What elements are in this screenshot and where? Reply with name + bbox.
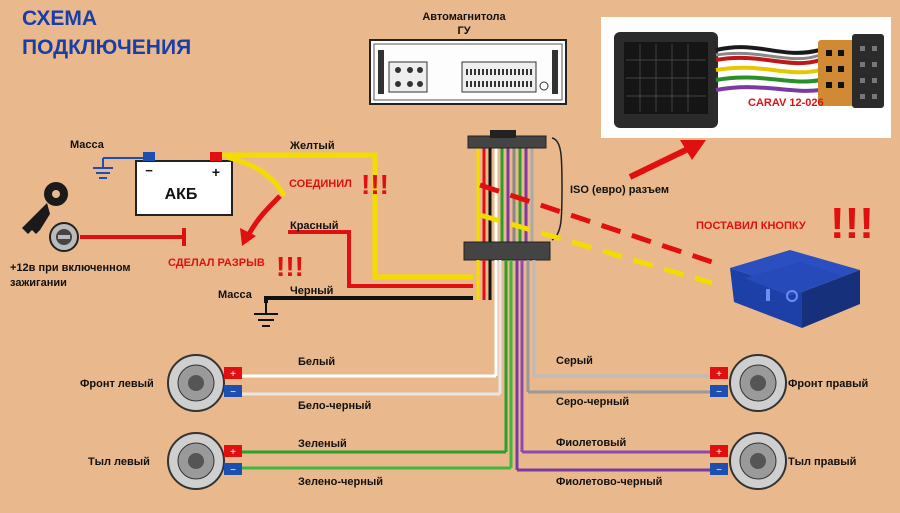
button-dashed-wires <box>479 182 713 286</box>
title-line-1: СХЕМА <box>22 7 97 30</box>
wire-grey-black-label: Серо-черный <box>556 396 629 408</box>
battery <box>135 152 233 216</box>
iso-harness <box>463 130 551 470</box>
red-wire-label: Красный <box>290 220 338 232</box>
speaker-wires-right <box>517 374 710 472</box>
black-wire <box>264 296 473 303</box>
speaker-rear-left: + − <box>167 432 242 490</box>
key-icon <box>22 182 68 234</box>
front-left-label: Фронт левый <box>80 378 154 390</box>
note-joined-marks: !!! <box>361 169 389 200</box>
rocker-switch <box>730 250 860 328</box>
speaker-front-right: + − <box>710 354 787 412</box>
wire-violet-label: Фиолетовый <box>556 437 626 449</box>
wire-grey-label: Серый <box>556 355 593 367</box>
svg-text:+: + <box>716 369 722 380</box>
yellow-wire <box>222 152 473 280</box>
black-wire-label: Черный <box>290 285 333 297</box>
note-break-marks: !!! <box>276 251 304 282</box>
break-arrow <box>240 194 282 246</box>
arrow-to-photo <box>628 140 706 180</box>
front-right-label: Фронт правый <box>788 378 868 390</box>
ground-icon-bottom <box>254 300 278 327</box>
wire-white-label: Белый <box>298 356 335 368</box>
ignition-label-2: зажигании <box>10 277 67 289</box>
speaker-front-left: + − <box>167 354 242 412</box>
battery-label: АКБ <box>165 186 198 203</box>
iso-bracket <box>551 137 563 241</box>
ignition-label-1: +12в при включенном <box>10 262 131 274</box>
wire-violet-black-label: Фиолетово-черный <box>556 476 662 488</box>
svg-text:−: − <box>230 387 236 398</box>
svg-text:−: − <box>716 387 722 398</box>
wire-green-label: Зеленый <box>298 438 347 450</box>
mass-bottom-label: Масса <box>218 289 253 301</box>
svg-text:+: + <box>716 447 722 458</box>
speaker-wires-left <box>242 374 511 470</box>
yellow-jumper <box>225 154 287 198</box>
title-line-2: ПОДКЛЮЧЕНИЯ <box>22 36 191 59</box>
ignition-wire <box>80 228 186 246</box>
iso-label: ISO (евро) разъем <box>570 184 669 196</box>
note-button-marks: !!! <box>830 199 874 248</box>
svg-text:−: − <box>230 465 236 476</box>
ground-icon-top <box>93 157 148 179</box>
battery-plus: + <box>212 164 220 180</box>
ignition-lock-icon <box>49 222 79 252</box>
head-unit-icon <box>369 39 567 105</box>
svg-text:+: + <box>230 369 236 380</box>
photo-label: CARAV 12-026 <box>748 97 824 109</box>
rear-left-label: Тыл левый <box>88 456 150 468</box>
head-unit-label: Автомагнитола <box>422 11 506 23</box>
mass-top-label: Масса <box>70 139 105 151</box>
rear-right-label: Тыл правый <box>788 456 856 468</box>
note-button: ПОСТАВИЛ КНОПКУ <box>696 220 806 232</box>
note-break: СДЕЛАЛ РАЗРЫВ <box>168 257 265 269</box>
wire-white-black-label: Бело-черный <box>298 400 371 412</box>
note-joined: СОЕДИНИЛ <box>289 178 352 190</box>
connector-photo <box>601 17 891 138</box>
speaker-rear-right: + − <box>710 432 787 490</box>
head-unit-sublabel: ГУ <box>457 25 470 37</box>
battery-minus: − <box>145 163 153 178</box>
yellow-wire-label: Желтый <box>289 140 335 152</box>
svg-text:+: + <box>230 447 236 458</box>
wire-green-black-label: Зелено-черный <box>298 476 383 488</box>
red-wire <box>288 230 473 288</box>
svg-text:−: − <box>716 465 722 476</box>
